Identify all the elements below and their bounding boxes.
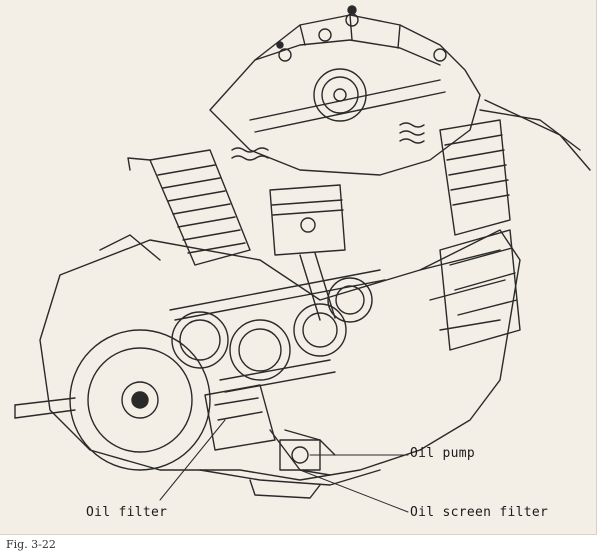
engine-cutaway-drawing xyxy=(14,5,591,513)
oil-passages xyxy=(204,384,336,476)
crankcase xyxy=(39,229,521,481)
figure-caption: Fig. 3-22 xyxy=(6,538,56,551)
oil-filter-label: Oil filter xyxy=(86,505,168,520)
cylinder-fins-right xyxy=(439,99,591,236)
oil-screen-filter-label: Oil screen filter xyxy=(410,505,549,520)
oil-pump-label: Oil pump xyxy=(410,446,476,461)
illustration-plate xyxy=(0,0,597,535)
leader-lines xyxy=(159,419,409,513)
gear-cluster xyxy=(169,269,386,393)
cylinder-fins-left xyxy=(127,149,251,266)
generator-cover xyxy=(14,329,211,471)
oil-pan xyxy=(199,469,381,499)
cylinder-head xyxy=(209,5,481,176)
